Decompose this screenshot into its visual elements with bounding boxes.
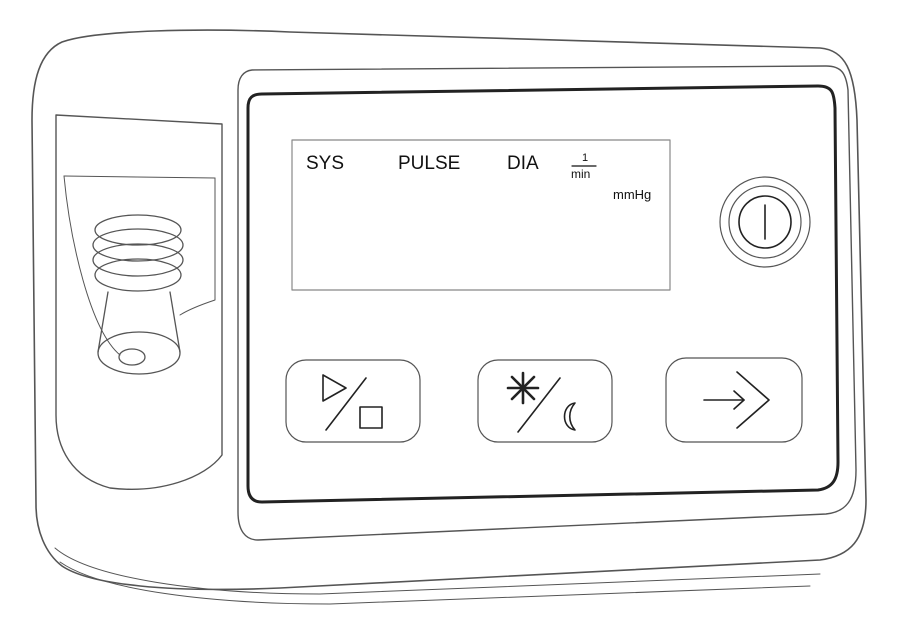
sun-burst-icon	[506, 371, 540, 405]
day-night-icon	[506, 371, 576, 433]
sys-label: SYS	[306, 153, 345, 174]
enter-button[interactable]	[665, 357, 803, 443]
cuff-connector-recess	[55, 114, 223, 490]
cuff-connector[interactable]	[92, 214, 184, 375]
pressure-unit-label: mmHg	[613, 187, 652, 202]
moon-icon	[563, 402, 576, 431]
start-stop-button[interactable]	[285, 359, 421, 443]
enter-arrow-icon	[703, 371, 770, 429]
lcd-display	[291, 139, 671, 291]
dia-label: DIA	[507, 153, 539, 174]
pulse-unit-denominator: min	[571, 167, 591, 181]
pulse-unit-numerator: 1	[582, 152, 589, 164]
pulse-label: PULSE	[398, 153, 461, 174]
power-button[interactable]	[719, 176, 811, 268]
play-stop-icon	[322, 374, 383, 431]
device-housing	[31, 29, 867, 605]
front-panel	[237, 65, 857, 541]
day-night-button[interactable]	[477, 359, 613, 443]
power-icon	[738, 195, 792, 249]
